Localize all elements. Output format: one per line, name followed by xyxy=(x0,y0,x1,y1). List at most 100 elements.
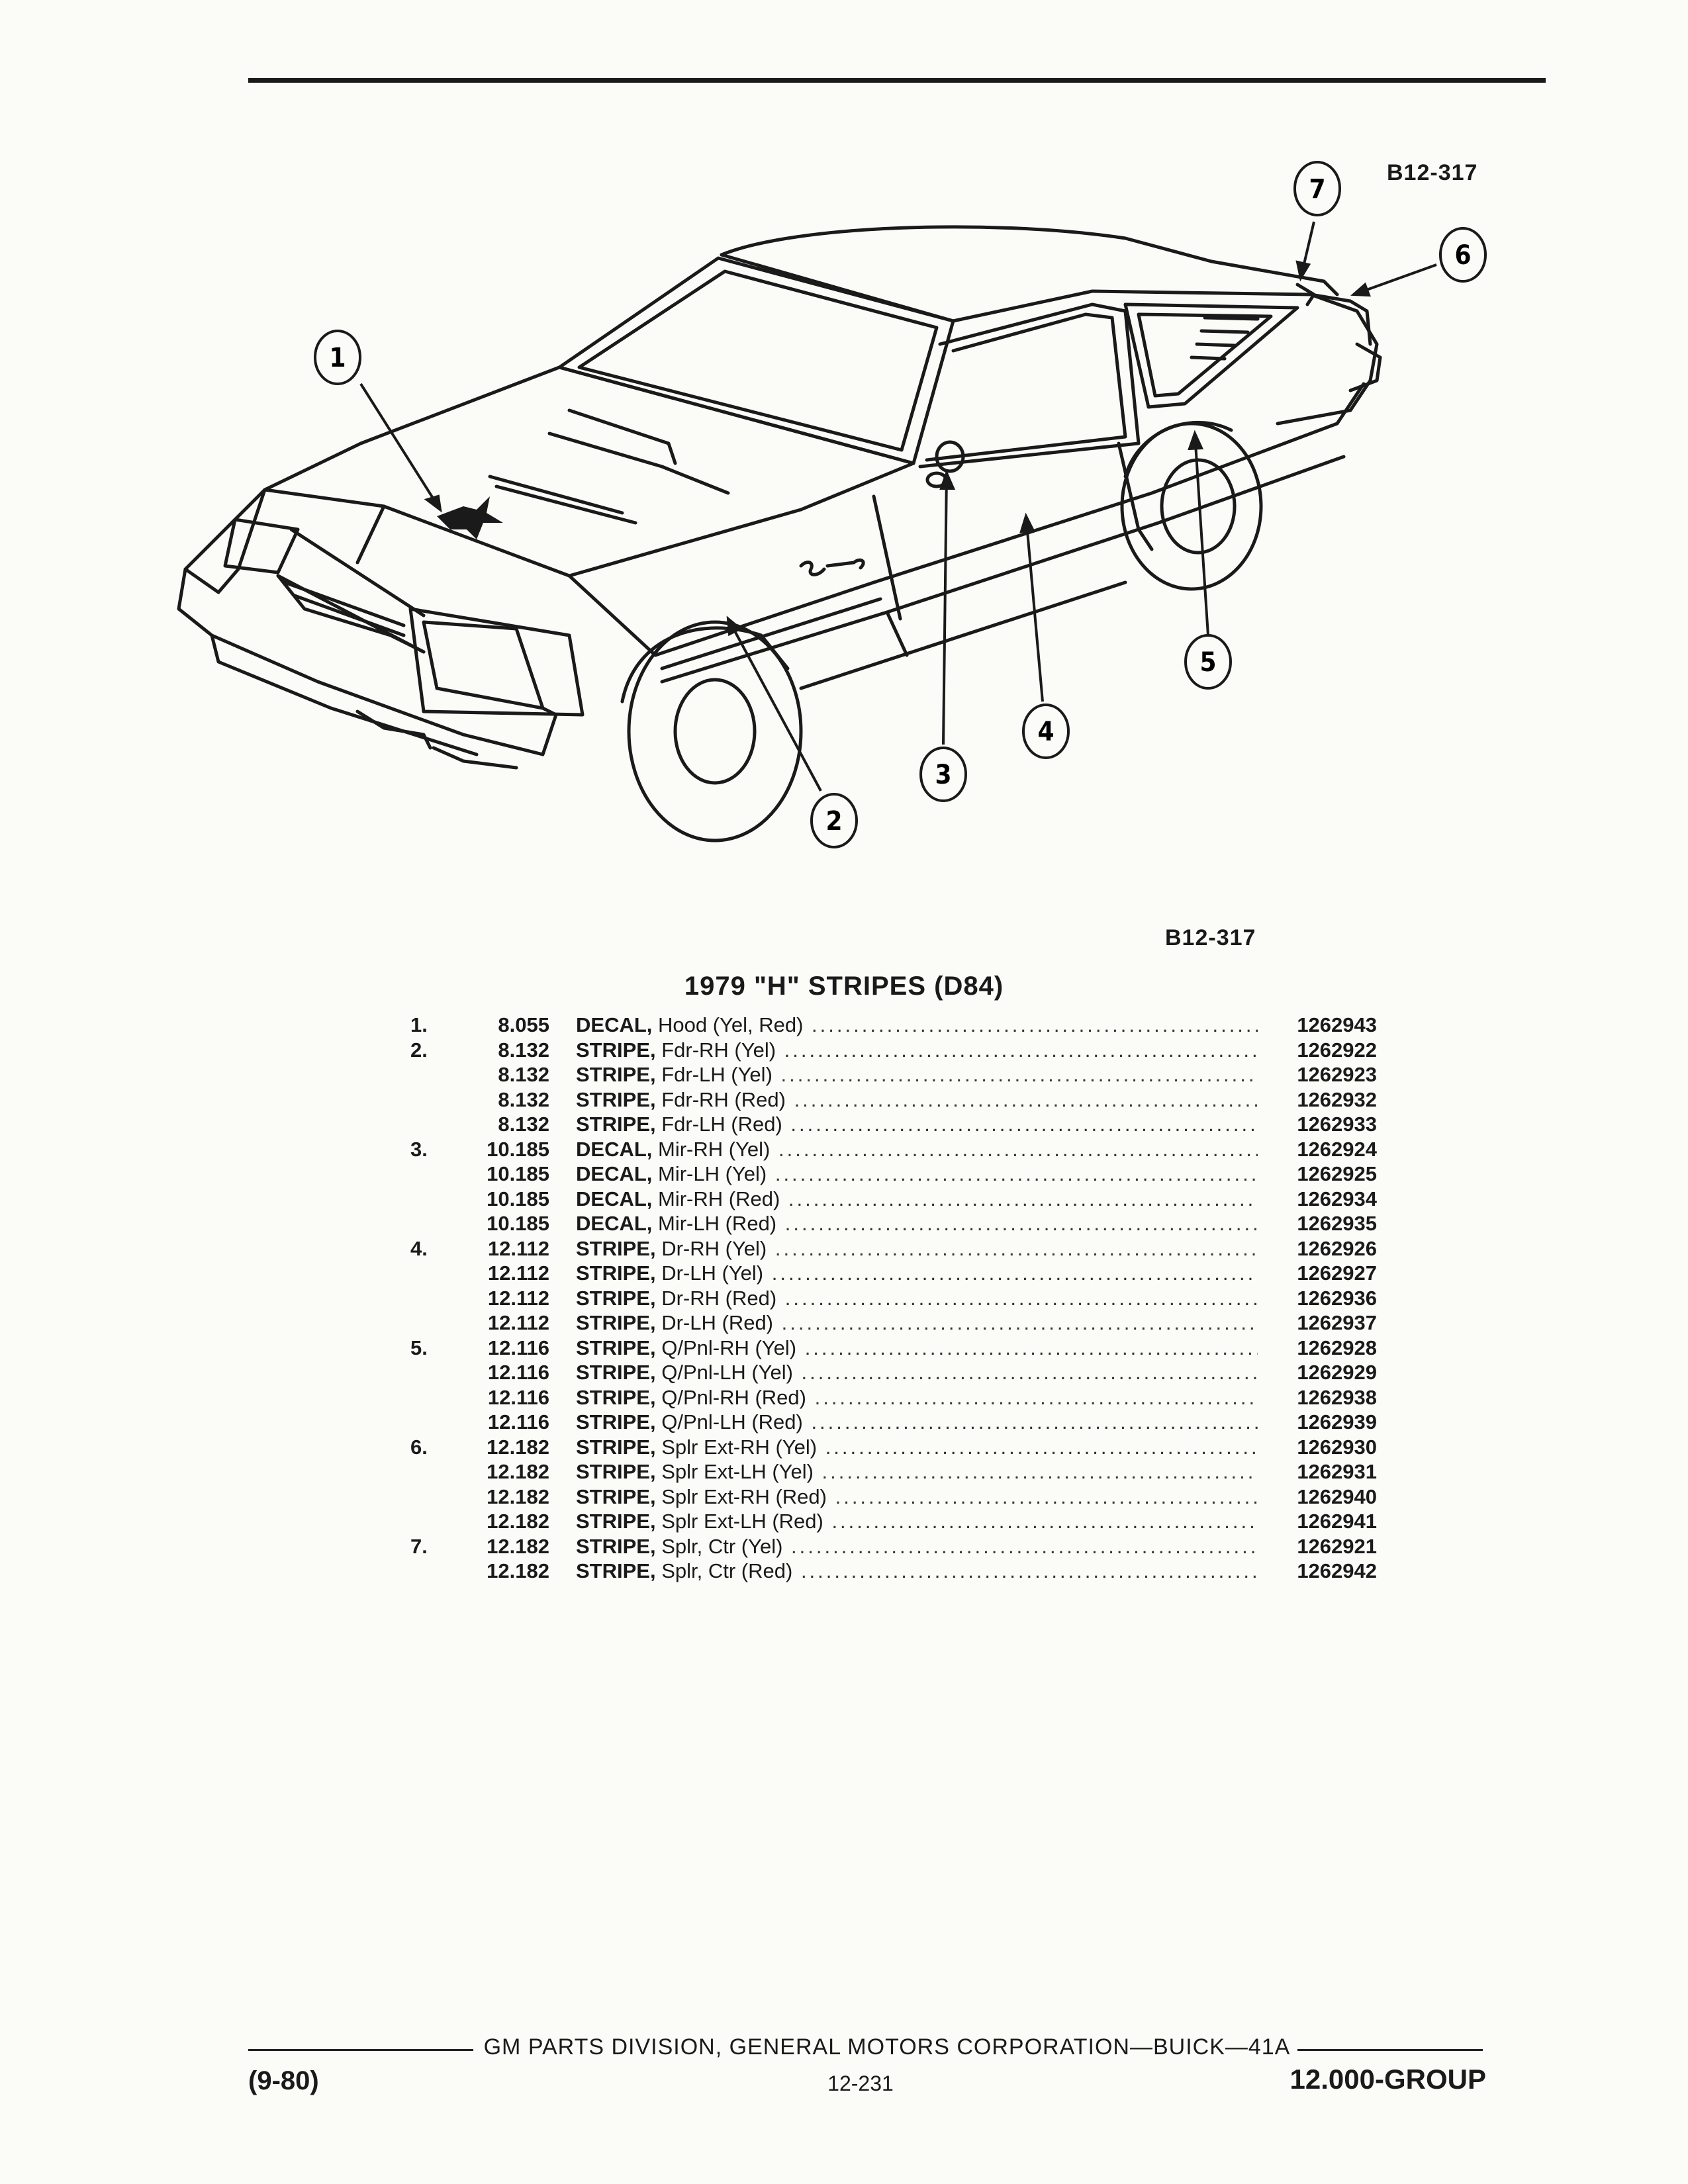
footer-date: (9-80) xyxy=(248,2066,319,2095)
leader-dots: ........................................… xyxy=(835,1484,1258,1508)
parts-row: 12.182 STRIPE, Splr, Ctr (Red) ..........… xyxy=(410,1559,1377,1584)
item-number: 5. xyxy=(410,1336,428,1359)
svg-text:1: 1 xyxy=(329,343,346,373)
parts-row: 2. 8.132 STRIPE, Fdr-RH (Yel) ............… xyxy=(410,1038,1377,1063)
part-number: 1262927 xyxy=(1297,1261,1377,1285)
part-description: STRIPE, Fdr-RH (Red) ...................… xyxy=(576,1087,1258,1113)
part-detail: Mir-RH (Yel) xyxy=(658,1137,771,1161)
leader-dots: ........................................… xyxy=(780,1063,1258,1086)
footer-page-number: 12-231 xyxy=(827,2071,894,2095)
part-description: STRIPE, Fdr-RH (Yel) ...................… xyxy=(576,1038,1258,1063)
part-description: STRIPE, Splr Ext-RH (Yel) ..............… xyxy=(576,1435,1258,1460)
catalog-group-number: 8.055 xyxy=(498,1013,549,1036)
part-description: STRIPE, Dr-LH (Yel) ....................… xyxy=(576,1261,1258,1286)
part-description: STRIPE, Q/Pnl-LH (Yel) .................… xyxy=(576,1360,1258,1385)
part-detail: Q/Pnl-LH (Red) xyxy=(661,1410,803,1433)
part-keyword: STRIPE, xyxy=(576,1063,656,1086)
hood-decal-shape xyxy=(437,496,503,539)
part-keyword: STRIPE, xyxy=(576,1311,656,1334)
leader-dots: ........................................… xyxy=(831,1510,1258,1533)
catalog-group-number: 12.182 xyxy=(487,1510,549,1533)
part-detail: Q/Pnl-RH (Yel) xyxy=(661,1336,797,1359)
part-keyword: STRIPE, xyxy=(576,1038,656,1062)
part-description: STRIPE, Q/Pnl-LH (Red) .................… xyxy=(576,1410,1258,1435)
leader-dots: ........................................… xyxy=(781,1311,1258,1334)
leader-dots: ........................................… xyxy=(811,1410,1258,1433)
part-description: STRIPE, Splr Ext-RH (Red) ..............… xyxy=(576,1484,1258,1510)
figure-ref-top: B12-317 xyxy=(1387,160,1478,185)
part-description: STRIPE, Splr, Ctr (Red) ................… xyxy=(576,1559,1258,1584)
leader-dots: ........................................… xyxy=(771,1261,1258,1285)
part-description: STRIPE, Dr-LH (Red) ....................… xyxy=(576,1310,1258,1336)
item-number: 2. xyxy=(410,1038,428,1062)
part-description: DECAL, Mir-LH (Red) ....................… xyxy=(576,1211,1258,1236)
part-keyword: STRIPE, xyxy=(576,1286,656,1310)
catalog-group-number: 12.182 xyxy=(487,1484,549,1508)
part-description: DECAL, Mir-RH (Yel) ....................… xyxy=(576,1137,1258,1162)
catalog-group-number: 10.185 xyxy=(487,1162,549,1185)
catalog-group-number: 8.132 xyxy=(498,1087,549,1111)
svg-text:2: 2 xyxy=(825,806,842,837)
leader-dots: ........................................… xyxy=(778,1137,1258,1161)
catalog-group-number: 12.112 xyxy=(487,1286,549,1310)
catalog-group-number: 8.132 xyxy=(498,1038,549,1062)
part-number: 1262934 xyxy=(1297,1187,1377,1210)
part-description: DECAL, Mir-RH (Red) ....................… xyxy=(576,1187,1258,1212)
callout-4: 4 xyxy=(1022,704,1070,759)
part-number: 1262923 xyxy=(1297,1063,1377,1086)
part-detail: Splr Ext-LH (Yel) xyxy=(661,1460,814,1483)
svg-text:5: 5 xyxy=(1199,647,1216,678)
part-keyword: DECAL, xyxy=(576,1187,653,1210)
catalog-group-number: 8.132 xyxy=(498,1063,549,1086)
footer-publisher: GM PARTS DIVISION, GENERAL MOTORS CORPOR… xyxy=(483,2034,1291,2060)
part-detail: Mir-LH (Red) xyxy=(658,1212,777,1235)
part-number: 1262928 xyxy=(1297,1336,1377,1359)
part-keyword: STRIPE, xyxy=(576,1336,656,1359)
leader-dots: ........................................… xyxy=(784,1212,1258,1235)
part-number: 1262922 xyxy=(1297,1038,1377,1062)
part-number: 1262940 xyxy=(1297,1484,1377,1508)
part-detail: Dr-RH (Yel) xyxy=(661,1236,767,1260)
catalog-group-number: 10.185 xyxy=(487,1212,549,1235)
leader-lines xyxy=(359,221,1437,792)
part-number: 1262929 xyxy=(1297,1361,1377,1384)
svg-text:3: 3 xyxy=(935,760,951,790)
callout-3: 3 xyxy=(919,747,967,802)
callout-2: 2 xyxy=(810,793,858,848)
part-detail: Fdr-LH (Red) xyxy=(661,1113,782,1136)
parts-row: 8.132 STRIPE, Fdr-RH (Red) ..............… xyxy=(410,1087,1377,1113)
leader-dots: ........................................… xyxy=(791,1534,1258,1558)
callout-5: 5 xyxy=(1184,634,1232,690)
part-keyword: DECAL, xyxy=(576,1013,653,1036)
part-detail: Splr, Ctr (Red) xyxy=(661,1559,793,1582)
parts-row: 10.185 DECAL, Mir-LH (Red) ..............… xyxy=(410,1211,1377,1236)
part-number: 1262936 xyxy=(1297,1286,1377,1310)
part-detail: Mir-RH (Red) xyxy=(658,1187,780,1210)
catalog-group-number: 12.112 xyxy=(487,1311,549,1334)
item-number: 1. xyxy=(410,1013,428,1036)
catalog-group-number: 12.182 xyxy=(487,1559,549,1582)
footer-rule-right xyxy=(1297,2049,1483,2051)
part-number: 1262937 xyxy=(1297,1311,1377,1334)
catalog-group-number: 10.185 xyxy=(487,1137,549,1161)
part-description: STRIPE, Splr Ext-LH (Yel) ..............… xyxy=(576,1459,1258,1484)
leader-dots: ........................................… xyxy=(790,1113,1258,1136)
svg-text:4: 4 xyxy=(1037,717,1054,747)
footer-rule-left xyxy=(248,2049,473,2051)
part-keyword: STRIPE, xyxy=(576,1385,656,1409)
callout-1: 1 xyxy=(314,330,361,385)
part-description: STRIPE, Dr-RH (Yel) ....................… xyxy=(576,1236,1258,1261)
part-detail: Dr-RH (Red) xyxy=(661,1286,777,1310)
part-keyword: STRIPE, xyxy=(576,1510,656,1533)
part-description: STRIPE, Q/Pnl-RH (Red) .................… xyxy=(576,1385,1258,1410)
part-detail: Q/Pnl-RH (Red) xyxy=(661,1385,806,1409)
part-description: STRIPE, Dr-RH (Red) ....................… xyxy=(576,1286,1258,1311)
